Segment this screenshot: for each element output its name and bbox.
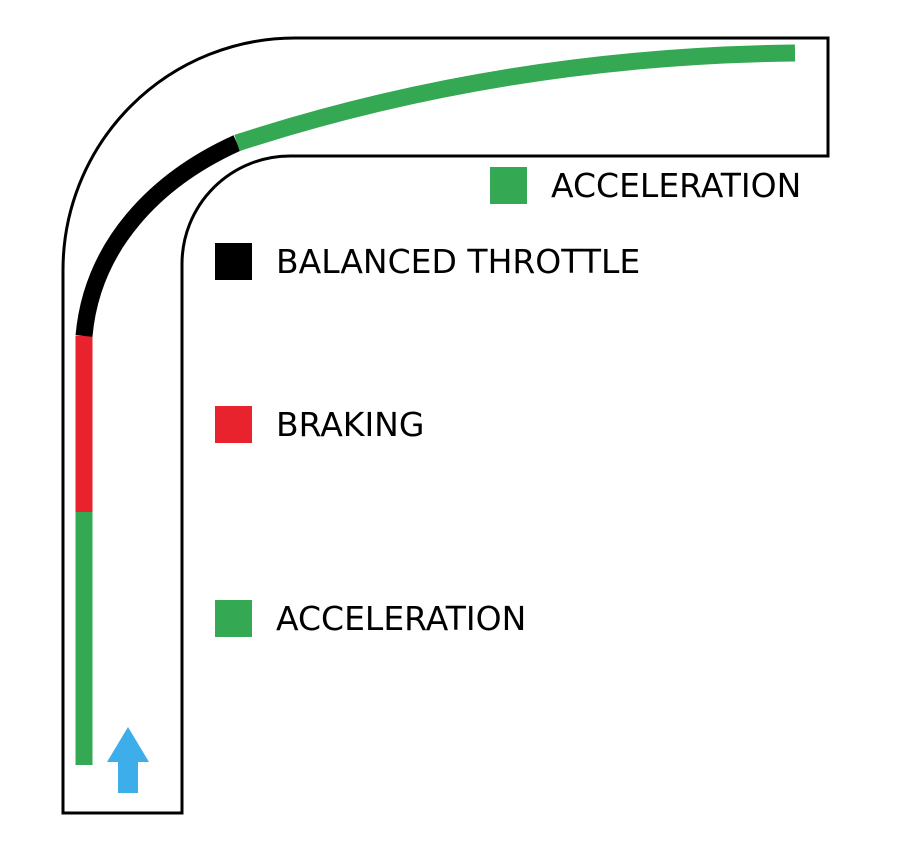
racing-line-balanced-throttle [75, 135, 241, 337]
track-outline [61, 36, 830, 815]
legend-label-balanced-throttle: BALANCED THROTTLE [276, 242, 640, 281]
legend-label-acceleration-top: ACCELERATION [551, 166, 801, 205]
legend-swatch-braking [215, 406, 252, 443]
arrow-up-icon [107, 727, 149, 793]
legend-label-acceleration: ACCELERATION [276, 599, 526, 638]
legend-label-braking: BRAKING [276, 405, 424, 444]
legend-swatch-balanced-throttle [215, 243, 252, 280]
racing-line-acceleration-exit [234, 44, 796, 152]
legend-swatch-acceleration [215, 600, 252, 637]
legend-swatch-acceleration-top [490, 167, 527, 204]
